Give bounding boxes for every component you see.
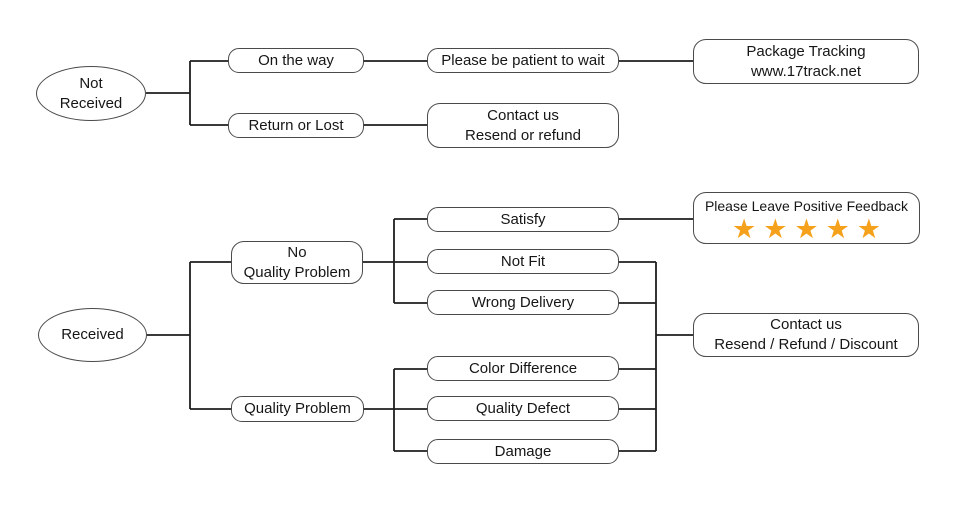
node-not-fit-label: Not Fit — [500, 252, 546, 270]
node-return-or-lost-label: Return or Lost — [248, 116, 344, 134]
node-on-the-way: On the way — [228, 48, 364, 73]
node-positive-feedback: Please Leave Positive Feedback ★★★★★ — [693, 192, 920, 244]
node-received-label: Received — [61, 326, 124, 344]
node-damage: Damage — [427, 439, 619, 464]
node-color-difference-label: Color Difference — [468, 359, 578, 377]
node-quality-defect-label: Quality Defect — [475, 399, 571, 417]
node-return-or-lost: Return or Lost — [228, 113, 364, 138]
node-no-quality-problem-line2: Quality Problem — [243, 263, 351, 281]
node-wrong-delivery-label: Wrong Delivery — [471, 293, 575, 311]
node-color-difference: Color Difference — [427, 356, 619, 381]
node-no-quality-problem-line1: No — [287, 243, 307, 261]
node-contact-resend-refund: Contact us Resend or refund — [427, 103, 619, 148]
node-satisfy: Satisfy — [427, 207, 619, 232]
node-please-be-patient: Please be patient to wait — [427, 48, 619, 73]
node-not-received: Not Received — [36, 66, 146, 121]
node-received: Received — [38, 308, 147, 362]
node-damage-label: Damage — [494, 442, 552, 460]
node-not-received-label-line1: Not — [79, 74, 103, 92]
node-contact-resend-refund-line2: Resend or refund — [465, 126, 581, 144]
node-no-quality-problem: No Quality Problem — [231, 241, 363, 284]
node-contact-resend-refund-discount-line1: Contact us — [770, 316, 842, 334]
node-quality-defect: Quality Defect — [427, 396, 619, 421]
connector-path — [146, 60, 693, 452]
node-wrong-delivery: Wrong Delivery — [427, 290, 619, 315]
node-contact-resend-refund-line1: Contact us — [487, 106, 559, 124]
node-package-tracking: Package Tracking www.17track.net — [693, 39, 919, 84]
node-positive-feedback-label: Please Leave Positive Feedback — [704, 198, 909, 214]
node-please-be-patient-label: Please be patient to wait — [441, 51, 605, 69]
node-package-tracking-label-line1: Package Tracking — [746, 42, 866, 60]
five-star-rating-icon: ★★★★★ — [731, 214, 889, 246]
node-satisfy-label: Satisfy — [500, 210, 546, 228]
node-not-fit: Not Fit — [427, 249, 619, 274]
node-contact-resend-refund-discount: Contact us Resend / Refund / Discount — [693, 313, 919, 357]
node-on-the-way-label: On the way — [258, 51, 334, 69]
node-not-received-label-line2: Received — [59, 94, 123, 112]
node-contact-resend-refund-discount-line2: Resend / Refund / Discount — [714, 336, 898, 353]
node-quality-problem: Quality Problem — [231, 396, 364, 422]
node-quality-problem-label: Quality Problem — [244, 400, 351, 418]
node-package-tracking-url: www.17track.net — [750, 62, 862, 80]
